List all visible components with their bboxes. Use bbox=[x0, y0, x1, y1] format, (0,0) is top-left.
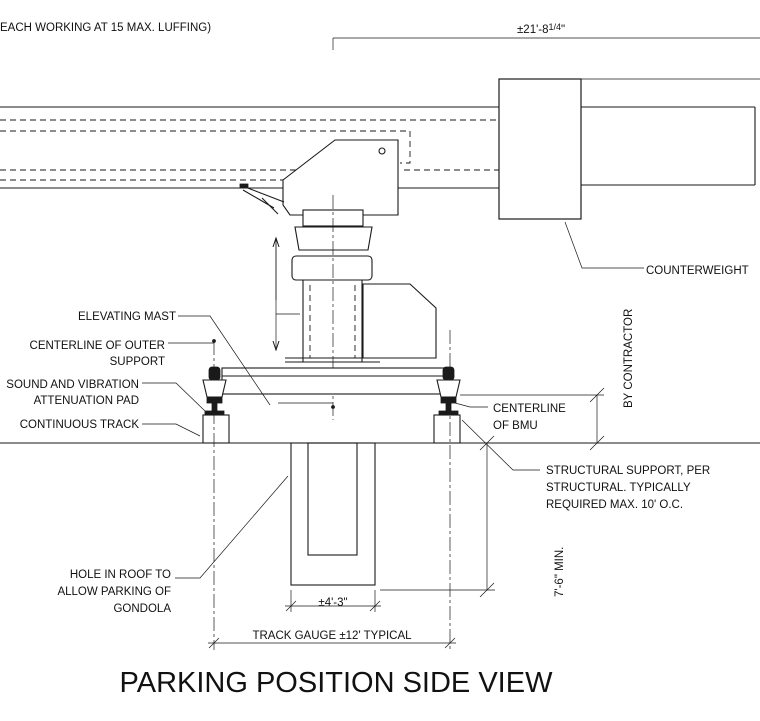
top-dimension bbox=[332, 37, 760, 80]
left-bogie bbox=[202, 366, 227, 416]
left-track-support bbox=[202, 414, 230, 444]
by-contractor-dimension bbox=[460, 387, 605, 451]
elevating-mast-label: ELEVATING MAST bbox=[78, 311, 176, 323]
hole-width-dimension bbox=[285, 590, 381, 612]
hole-label-2: ALLOW PARKING OF bbox=[57, 586, 171, 598]
centerline-outer-label-1: CENTERLINE OF OUTER bbox=[30, 340, 165, 352]
by-contractor-label: BY CONTRACTOR bbox=[623, 309, 635, 408]
track-gauge-label: TRACK GAUGE ±12' TYPICAL bbox=[252, 630, 412, 642]
drawing-title: PARKING POSITION SIDE VIEW bbox=[120, 667, 554, 699]
hole-width-label: ±4'-3" bbox=[318, 597, 347, 609]
right-bogie bbox=[436, 366, 461, 416]
structural-label-2: STRUCTURAL. TYPICALLY bbox=[546, 482, 691, 494]
min-depth-dimension bbox=[380, 435, 495, 598]
top-note: EACH WORKING AT 15 MAX. LUFFING) bbox=[0, 22, 211, 34]
sound-pad-label-1: SOUND AND VIBRATION bbox=[6, 379, 139, 391]
centerline-bmu-label-2: OF BMU bbox=[493, 420, 538, 432]
counterweight bbox=[498, 78, 582, 220]
min-depth-label: 7'-6" MIN. bbox=[554, 547, 566, 597]
leader-lines bbox=[142, 221, 644, 579]
head-housing bbox=[239, 139, 399, 216]
structural-label-1: STRUCTURAL SUPPORT, PER bbox=[546, 465, 710, 477]
track-gauge-dimension bbox=[208, 637, 456, 649]
top-dimension-fraction: 1/4 bbox=[549, 22, 562, 32]
slew-ring bbox=[291, 209, 373, 281]
top-dimension-label: ±21'-81/4" bbox=[517, 22, 565, 36]
centerline-outer-label-2: SUPPORT bbox=[110, 356, 165, 368]
roof-hole bbox=[290, 442, 376, 586]
sound-pad-label-2: ATTENUATION PAD bbox=[34, 395, 139, 407]
centerline-bmu-label-1: CENTERLINE bbox=[493, 403, 566, 415]
drive-unit bbox=[362, 283, 437, 359]
counterweight-label: COUNTERWEIGHT bbox=[646, 265, 749, 277]
mast-travel-dimension bbox=[276, 238, 300, 350]
top-dimension-value: ±21'-8 bbox=[517, 24, 549, 36]
structural-label-3: REQUIRED MAX. 10' O.C. bbox=[546, 499, 683, 511]
continuous-track-label: CONTINUOUS TRACK bbox=[20, 419, 140, 431]
right-track-support bbox=[433, 414, 461, 444]
hole-label-3: GONDOLA bbox=[113, 603, 171, 615]
hole-label-1: HOLE IN ROOF TO bbox=[70, 569, 171, 581]
